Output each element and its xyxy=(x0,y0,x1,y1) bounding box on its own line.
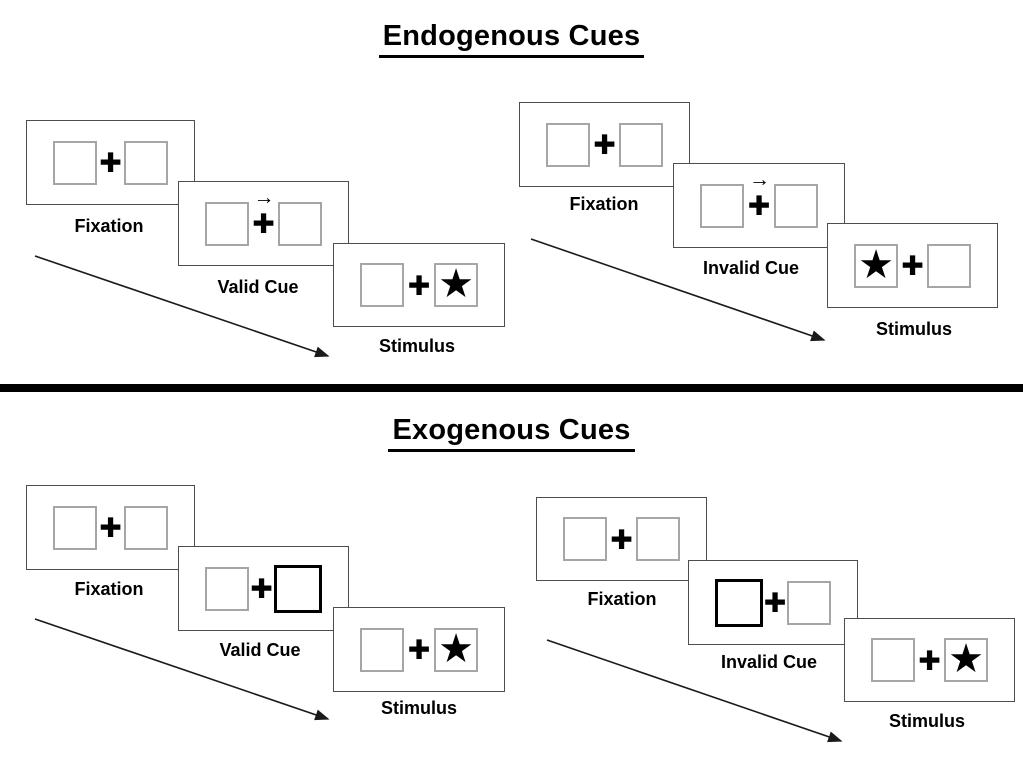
invalid-cue-panel: → ✚ xyxy=(673,163,845,248)
fixation-cross-icon: ✚ xyxy=(407,635,431,665)
fixation-cross-icon: ✚ xyxy=(918,645,941,676)
panel-label-stimulus: Stimulus xyxy=(380,698,457,718)
left-box xyxy=(360,627,404,672)
panel-label-stimulus: Stimulus xyxy=(875,319,952,339)
right-box xyxy=(927,243,971,288)
section-title-exogenous: Exogenous Cues xyxy=(0,414,1023,452)
valid-cue-panel: ✚ xyxy=(178,546,349,631)
left-box xyxy=(871,638,915,682)
fixation-cross-icon: ✚ xyxy=(99,148,122,178)
section-title-text: Exogenous Cues xyxy=(388,414,635,452)
left-box xyxy=(360,263,404,307)
stimulus-panel: ★ ✚ xyxy=(827,223,998,308)
right-box: ★ xyxy=(434,626,478,672)
fixation-cross-icon: ✚ xyxy=(610,524,633,555)
panel-label-fixation: Fixation xyxy=(587,589,657,609)
arrow-right-icon: → xyxy=(749,168,770,191)
fixation-cross-icon: ✚ xyxy=(252,209,275,239)
panel-label-valid-cue: Valid Cue xyxy=(219,640,301,660)
time-arrow-endogenous-invalid xyxy=(530,238,826,342)
stimulus-panel: ✚ ★ xyxy=(333,607,505,692)
left-box xyxy=(205,201,249,246)
right-box xyxy=(787,580,831,625)
stimulus-panel: ✚ ★ xyxy=(844,618,1015,702)
fixation-cross-icon: ✚ xyxy=(593,130,616,160)
right-box xyxy=(124,140,168,185)
fixation-panel: ✚ xyxy=(26,485,195,570)
left-box xyxy=(53,505,97,550)
fixation-cross-icon: ✚ xyxy=(763,588,787,618)
panel-label-stimulus: Stimulus xyxy=(888,711,965,731)
valid-cue-panel: → ✚ xyxy=(178,181,349,266)
star-icon: ★ xyxy=(858,242,894,287)
fixation-cross-icon: ✚ xyxy=(747,191,771,221)
left-box xyxy=(563,517,607,561)
stimulus-panel: ✚ ★ xyxy=(333,243,505,327)
panel-label-fixation: Fixation xyxy=(74,579,144,599)
arrow-right-icon: → xyxy=(253,186,275,209)
panel-label-fixation: Fixation xyxy=(569,194,639,214)
fixation-panel: ✚ xyxy=(536,497,707,581)
fixation-panel: ✚ xyxy=(519,102,690,187)
left-box xyxy=(53,140,97,185)
left-box: ★ xyxy=(854,242,898,288)
left-box xyxy=(205,566,249,611)
invalid-cue-panel: ✚ xyxy=(688,560,858,645)
right-box: ★ xyxy=(434,263,478,307)
left-box xyxy=(700,183,744,228)
panel-label-valid-cue: Valid Cue xyxy=(217,277,299,297)
panel-label-invalid-cue: Invalid Cue xyxy=(702,258,800,278)
section-title-text: Endogenous Cues xyxy=(378,20,645,58)
right-box xyxy=(278,201,322,246)
right-box xyxy=(774,183,818,228)
panel-label-fixation: Fixation xyxy=(74,216,144,236)
panel-label-invalid-cue: Invalid Cue xyxy=(720,652,818,672)
right-box xyxy=(636,517,680,561)
right-box-highlighted xyxy=(274,564,322,613)
star-icon: ★ xyxy=(438,262,474,306)
time-arrow-exogenous-invalid xyxy=(546,639,843,743)
left-box xyxy=(546,122,590,167)
fixation-cross-icon: ✚ xyxy=(901,251,924,281)
time-arrow-endogenous-valid xyxy=(34,255,330,358)
right-box xyxy=(619,122,663,167)
panel-label-stimulus: Stimulus xyxy=(378,336,455,356)
star-icon: ★ xyxy=(438,626,474,671)
right-box: ★ xyxy=(944,638,988,682)
fixation-cross-icon: ✚ xyxy=(407,270,431,301)
fixation-cross-icon: ✚ xyxy=(250,574,273,604)
section-title-endogenous: Endogenous Cues xyxy=(0,20,1023,58)
fixation-panel: ✚ xyxy=(26,120,195,205)
star-icon: ★ xyxy=(948,637,984,681)
left-box-highlighted xyxy=(715,578,763,627)
fixation-cross-icon: ✚ xyxy=(99,513,122,543)
section-divider xyxy=(0,384,1023,392)
time-arrow-exogenous-valid xyxy=(34,618,330,721)
right-box xyxy=(124,505,168,550)
